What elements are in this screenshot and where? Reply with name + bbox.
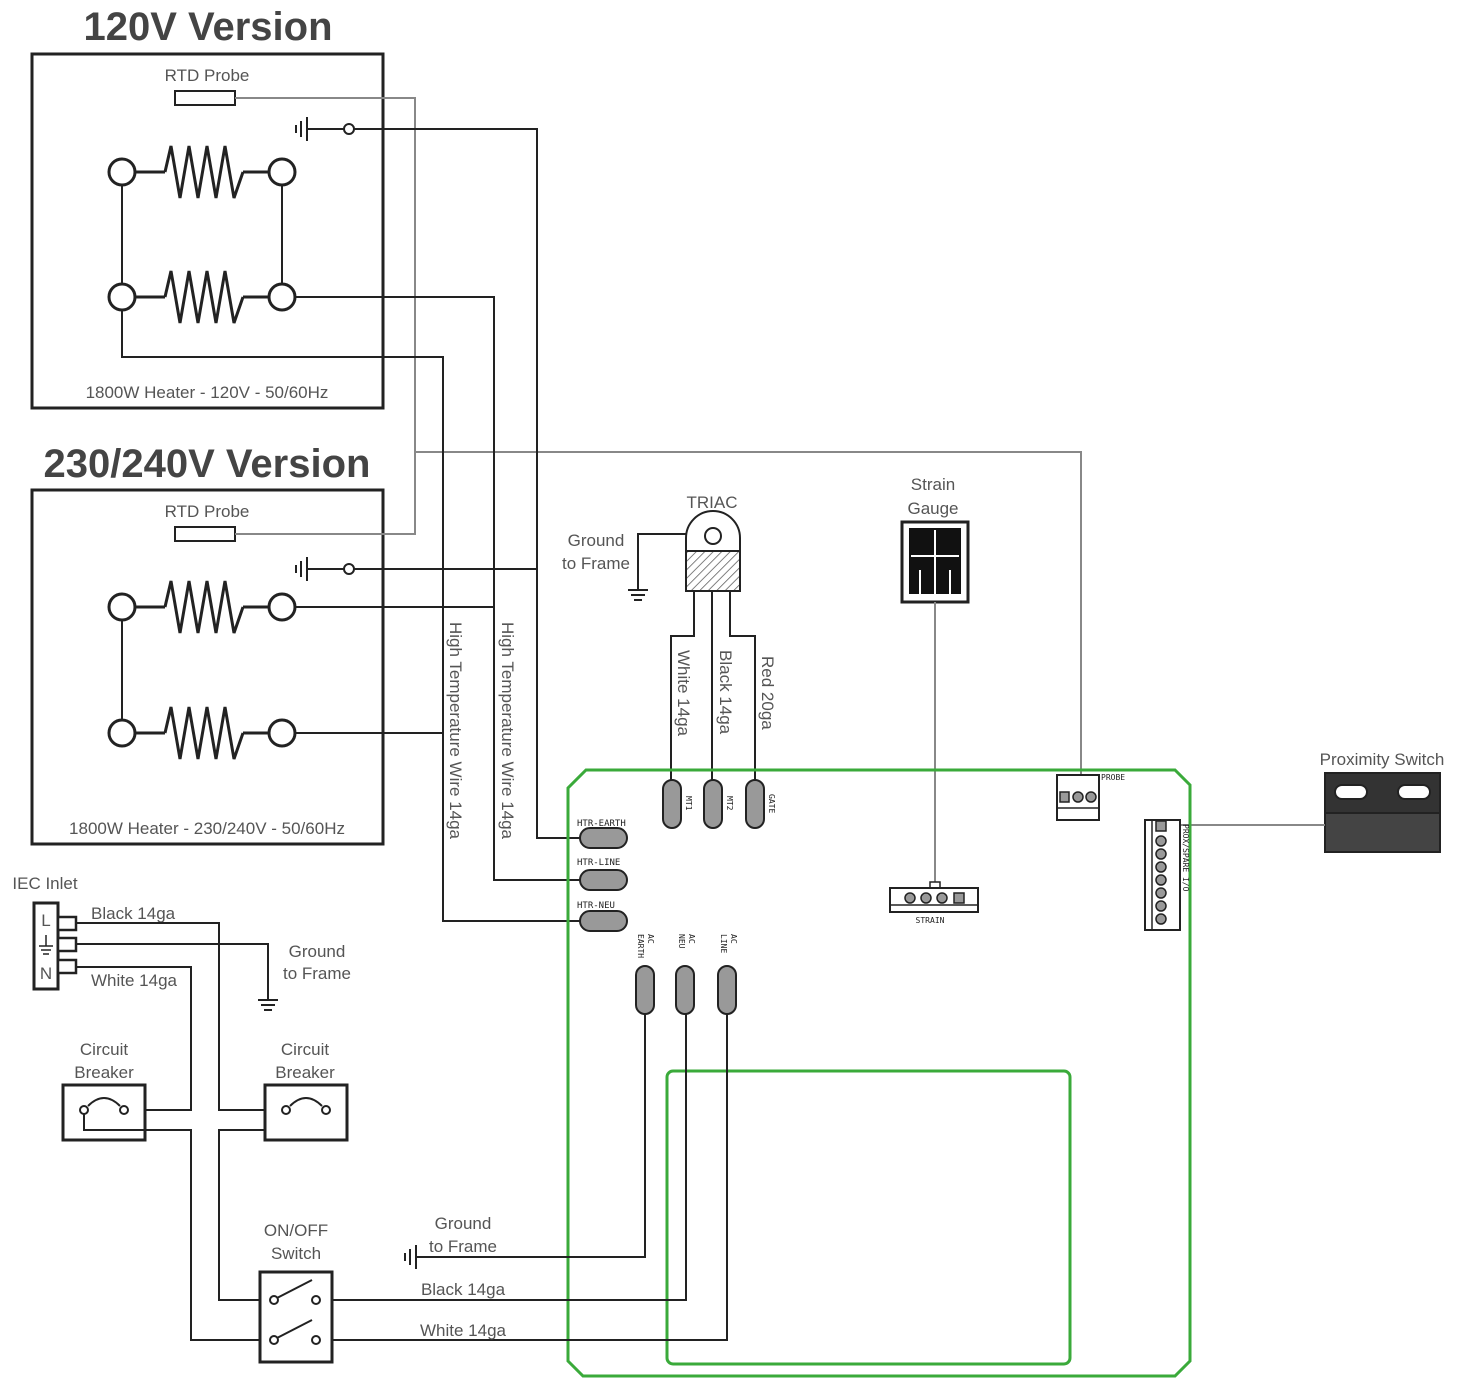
ac-line-label-1: AC <box>729 934 738 944</box>
iec-inlet-label: IEC Inlet <box>12 874 77 893</box>
rtd-probe-label-230: RTD Probe <box>165 502 250 521</box>
ac-line-pad <box>717 965 737 1015</box>
htr-earth-label: HTR-EARTH <box>577 819 626 829</box>
iec-neutral-wire <box>76 966 192 1111</box>
strain-gauge-label-2: Gauge <box>907 499 958 518</box>
control-board <box>566 768 1192 1378</box>
title-120v: 120V Version <box>83 5 332 49</box>
strain-connector <box>889 881 979 913</box>
ac-neu-label-2: NEU <box>677 934 686 949</box>
breaker-right-to-switch-wire <box>218 1129 265 1301</box>
iec-black-wire-label: Black 14ga <box>91 904 176 923</box>
htr-neu-pad <box>579 910 628 932</box>
iec-pin-n: N <box>40 964 52 983</box>
triac-ground-symbol <box>628 589 648 601</box>
rtd-probe-label-120: RTD Probe <box>165 66 250 85</box>
iec-ground-label-1: Ground <box>289 942 346 961</box>
bottom-ground-label-1: Ground <box>435 1214 492 1233</box>
switch-label-1: ON/OFF <box>264 1221 328 1240</box>
triac-ground-wire <box>637 533 686 590</box>
heater-120v-caption: 1800W Heater - 120V - 50/60Hz <box>86 383 329 402</box>
triac <box>685 510 741 592</box>
gate-pad <box>745 779 765 829</box>
triac-wire-white-label: White 14ga <box>674 650 693 737</box>
triac-wire-red-label: Red 20ga <box>758 656 777 730</box>
switch-label-2: Switch <box>271 1244 321 1263</box>
hightemp-wire-label-1: High Temperature Wire 14ga <box>446 622 465 840</box>
strain-gauge-label-1: Strain <box>911 475 955 494</box>
iec-pin-l: L <box>41 911 50 930</box>
hightemp-wire-label-2: High Temperature Wire 14ga <box>498 622 517 840</box>
switch-white-wire <box>332 1014 728 1341</box>
htr-line-pad <box>579 869 628 891</box>
heater-230v-caption: 1800W Heater - 230/240V - 50/60Hz <box>69 819 345 838</box>
iec-ground-label-2: to Frame <box>283 964 351 983</box>
probe-to-board-wire <box>415 451 1082 775</box>
triac-label: TRIAC <box>687 493 738 512</box>
breaker-left-label-2: Breaker <box>74 1063 134 1082</box>
rtd-probe-wire <box>235 97 416 535</box>
triac-ground-label-2: to Frame <box>562 554 630 573</box>
ground-symbol-230 <box>295 557 355 581</box>
heater-230v-box <box>30 488 385 846</box>
ac-neu-pad <box>675 965 695 1015</box>
prox-spare-connector <box>1144 819 1181 931</box>
ac-earth-label-1: AC <box>646 934 655 944</box>
board-earth-wire <box>416 1014 646 1258</box>
breaker-left-label-1: Circuit <box>80 1040 128 1059</box>
breaker-right-label-2: Breaker <box>275 1063 335 1082</box>
iec-white-wire-label: White 14ga <box>91 971 178 990</box>
iec-ground-symbol <box>258 999 278 1011</box>
htr-neu-label: HTR-NEU <box>577 901 615 911</box>
board-inner-region <box>665 1069 1072 1366</box>
breaker-right-label-1: Circuit <box>281 1040 329 1059</box>
circuit-breaker-left <box>61 1083 147 1142</box>
mt2-pad <box>703 779 723 829</box>
ac-line-label-2: LINE <box>719 934 728 953</box>
htr-line-label: HTR-LINE <box>577 858 620 868</box>
circuit-breaker-right <box>263 1083 349 1142</box>
triac-white-wire <box>670 591 695 790</box>
bottom-ground-label-2: to Frame <box>429 1237 497 1256</box>
bottom-black-label: Black 14ga <box>421 1280 506 1299</box>
bottom-white-label: White 14ga <box>420 1321 507 1340</box>
htr-earth-pad <box>579 827 628 849</box>
heater-neutral-wire <box>121 310 580 922</box>
gate-label: GATE <box>767 794 776 813</box>
on-off-switch <box>258 1270 334 1364</box>
iec-ground-wire <box>76 943 269 1000</box>
mt1-label: MT1 <box>684 796 693 811</box>
probe-connector <box>1056 774 1100 821</box>
triac-wire-black-label: Black 14ga <box>716 650 735 735</box>
rtd-probe-230 <box>174 526 236 542</box>
ac-earth-pad <box>635 965 655 1015</box>
switch-black-wire <box>332 1014 687 1301</box>
ac-neu-label-1: AC <box>687 934 696 944</box>
mt2-label: MT2 <box>725 796 734 811</box>
iec-line-wire <box>76 922 265 1111</box>
resistor-230-top <box>107 580 297 634</box>
heater-earth-wire <box>354 128 580 839</box>
triac-red-wire <box>729 591 756 790</box>
resistor-120-top <box>107 145 297 199</box>
title-230v: 230/240V Version <box>44 442 371 486</box>
heater-120v-box <box>30 52 385 410</box>
triac-ground-label-1: Ground <box>568 531 625 550</box>
resistor-230-bottom <box>107 706 297 760</box>
ac-earth-label-2: EARTH <box>636 934 645 958</box>
probe-connector-label: PROBE <box>1101 773 1125 782</box>
proximity-switch <box>1324 772 1441 853</box>
resistor-120-bottom <box>107 270 297 324</box>
strain-gauge <box>900 520 970 604</box>
mt1-pad <box>662 779 682 829</box>
heater-line-wire <box>296 296 580 881</box>
proximity-switch-label: Proximity Switch <box>1320 750 1445 769</box>
rtd-probe-120 <box>174 90 236 106</box>
board-ground-symbol <box>404 1245 417 1269</box>
prox-spare-label: PROX/SPARE I/O <box>1181 824 1190 892</box>
ground-symbol-120 <box>295 117 355 141</box>
breaker-left-to-switch-wire <box>145 1129 264 1341</box>
strain-connector-label: STRAIN <box>916 916 945 925</box>
